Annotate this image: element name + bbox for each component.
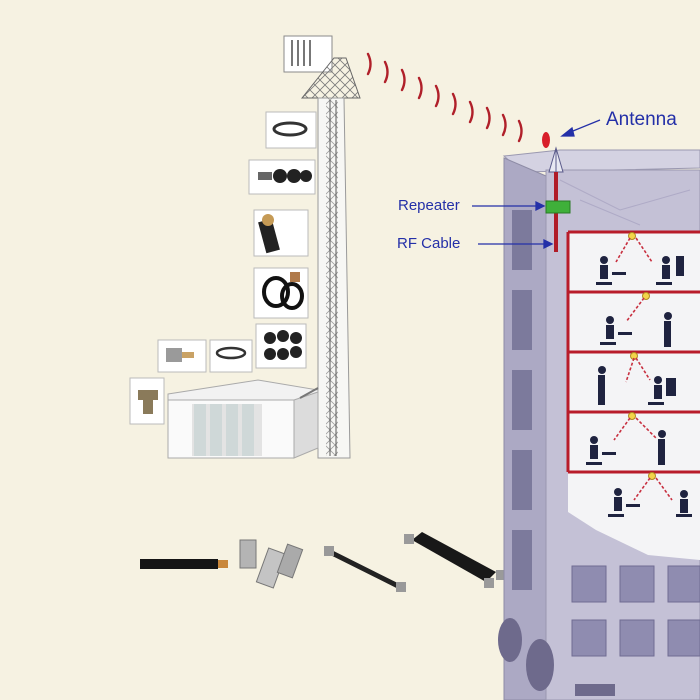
connector-icon bbox=[239, 539, 304, 589]
wave-arc bbox=[501, 113, 507, 137]
wave-arc bbox=[366, 52, 372, 76]
thumb-t-adapter bbox=[129, 377, 165, 425]
thumb-n-connector bbox=[157, 339, 207, 373]
worker bbox=[608, 488, 640, 517]
wave-arc bbox=[383, 60, 389, 84]
power-splitter-icon bbox=[404, 532, 506, 588]
thumb-hanger bbox=[248, 159, 316, 195]
thumb-jumper bbox=[253, 267, 309, 319]
building-roof bbox=[502, 149, 700, 173]
signal-waves bbox=[366, 52, 523, 143]
equipment-thumbnails bbox=[129, 111, 317, 425]
bottom-components bbox=[140, 532, 506, 592]
worker bbox=[676, 490, 692, 517]
wave-arc bbox=[451, 92, 457, 116]
pointer-arrows bbox=[472, 119, 601, 250]
worker bbox=[600, 316, 632, 345]
antenna-label: Antenna bbox=[606, 109, 677, 130]
wave-arc bbox=[485, 106, 491, 130]
wave-arc bbox=[434, 84, 440, 108]
worker bbox=[664, 312, 672, 347]
worker bbox=[586, 436, 616, 465]
building bbox=[498, 149, 700, 700]
thumb-ring-clamp bbox=[209, 339, 253, 373]
thumb-cable-clamp bbox=[265, 111, 317, 149]
jumper-cable-icon bbox=[324, 546, 406, 592]
indoor-signal-waves bbox=[613, 237, 673, 501]
rf-cable-label: RF Cable bbox=[397, 235, 461, 252]
wave-arc bbox=[517, 119, 523, 143]
wave-arc bbox=[400, 68, 406, 92]
worker bbox=[598, 366, 606, 405]
worker bbox=[656, 256, 684, 285]
equipment-shelter bbox=[167, 379, 319, 459]
trees bbox=[498, 618, 615, 696]
building-windows bbox=[571, 565, 700, 657]
repeater-label: Repeater bbox=[398, 197, 460, 214]
worker bbox=[596, 256, 626, 285]
cell-tower bbox=[283, 35, 361, 459]
worker bbox=[648, 376, 676, 405]
repeater-box bbox=[545, 200, 571, 214]
worker bbox=[658, 430, 666, 465]
office-workers bbox=[586, 256, 692, 517]
wave-arc bbox=[468, 100, 474, 124]
thumb-grommets bbox=[255, 323, 307, 369]
thumb-coax-cable bbox=[253, 209, 309, 257]
coax-cable-icon bbox=[140, 559, 228, 569]
wave-arc bbox=[417, 76, 423, 100]
indoor-antennas bbox=[628, 232, 656, 480]
